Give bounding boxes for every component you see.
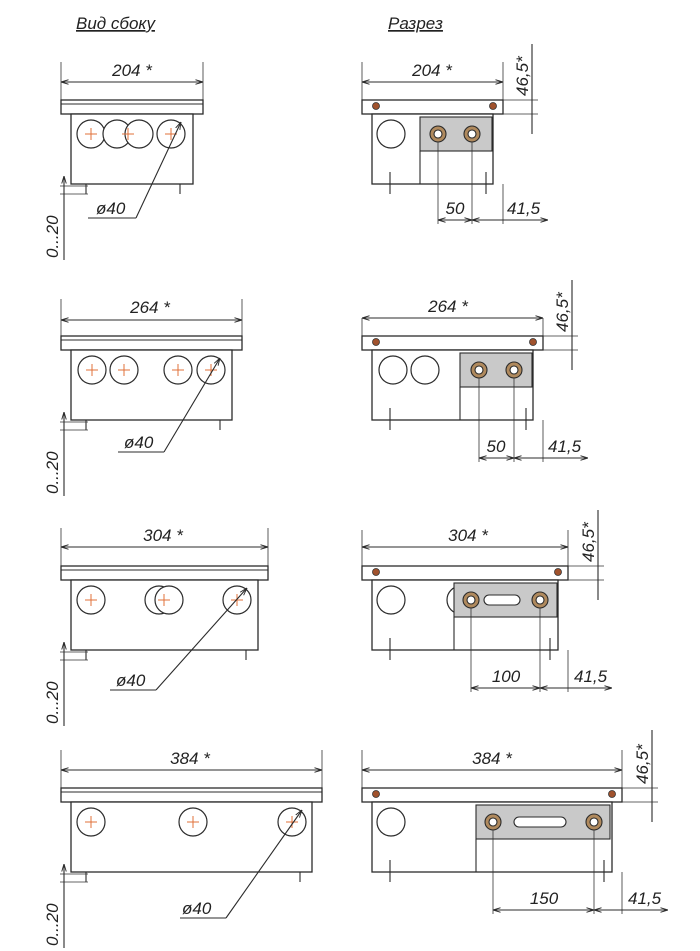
width-label-2: 264 * — [129, 298, 171, 317]
diameter-label-2: ø40 — [124, 433, 154, 452]
section-view-row-2: 264 * 46,5* 50 41,5 — [361, 280, 588, 462]
lid-height-label-2: 46,5* — [553, 291, 572, 332]
width-label-1: 204 * — [111, 61, 153, 80]
diameter-label-4: ø40 — [182, 899, 212, 918]
section-heading: Разрез — [388, 14, 443, 33]
side-view-row-2: 264 * 0...20 ø40 — [43, 298, 243, 496]
width-label-section-4: 384 * — [472, 749, 513, 768]
section-view-row-1: 204 * 46,5* 50 41,5 — [361, 44, 548, 224]
lid-height-label-1: 46,5* — [513, 55, 532, 96]
diameter-label-3: ø40 — [116, 671, 146, 690]
section-view-row-3: 304 * 46,5* 100 41,5 — [361, 510, 612, 692]
offset-label-4: 41,5 — [628, 889, 662, 908]
height-label-2: 0...20 — [43, 451, 62, 494]
width-label-4: 384 * — [170, 749, 211, 768]
width-label-3: 304 * — [143, 526, 184, 545]
height-label-4: 0...20 — [43, 903, 62, 946]
pitch-label-4: 150 — [530, 889, 559, 908]
diameter-label-1: ø40 — [96, 199, 126, 218]
height-label-1: 0...20 — [43, 215, 62, 258]
height-label-3: 0...20 — [43, 681, 62, 724]
offset-label-2: 41,5 — [548, 437, 582, 456]
side-view-row-3: 304 * 0...20 ø40 — [43, 526, 269, 726]
offset-label-1: 41,5 — [507, 199, 541, 218]
side-view-row-4: 384 * 0...20 ø40 — [43, 749, 323, 948]
lid-height-label-4: 46,5* — [633, 743, 652, 784]
width-label-section-1: 204 * — [411, 61, 453, 80]
pitch-label-2: 50 — [487, 437, 506, 456]
lid-height-label-3: 46,5* — [579, 521, 598, 562]
section-view-row-4: 384 * 46,5* 150 41,5 — [361, 730, 668, 914]
width-label-section-3: 304 * — [448, 526, 489, 545]
pitch-label-3: 100 — [492, 667, 521, 686]
side-view-row-1: 204 * 0...20 ø40 — [43, 61, 204, 260]
pitch-label-1: 50 — [446, 199, 465, 218]
side-view-heading: Вид сбоку — [76, 14, 156, 33]
width-label-section-2: 264 * — [427, 297, 469, 316]
offset-label-3: 41,5 — [574, 667, 608, 686]
